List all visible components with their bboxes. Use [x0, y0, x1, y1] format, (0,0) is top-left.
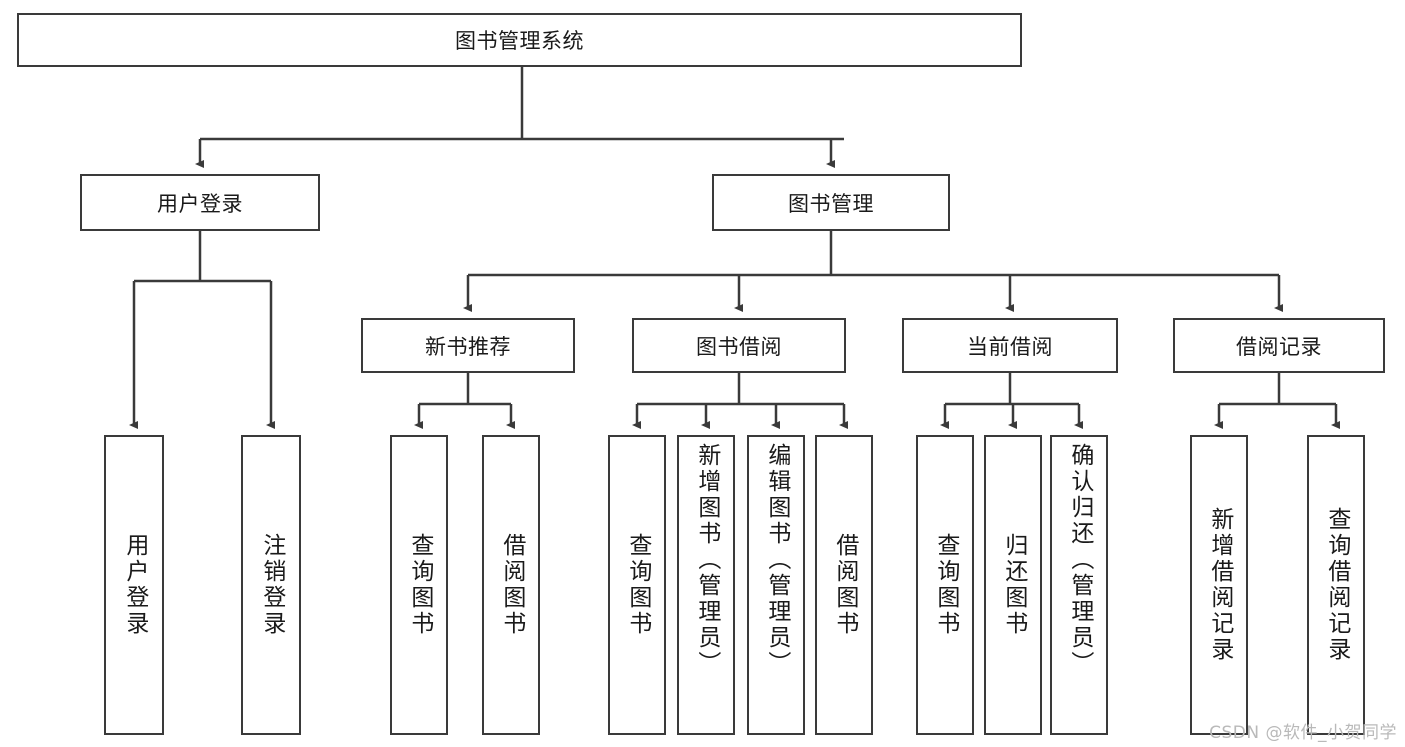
node-label: 新增图书（管理员）: [693, 443, 720, 677]
node-book-borrow[interactable]: 图书借阅: [632, 318, 846, 373]
node-leaf-return-book[interactable]: 归还图书: [984, 435, 1042, 735]
node-label: 查询图书: [932, 533, 959, 637]
node-label: 注销登录: [258, 533, 285, 637]
node-leaf-borrow-book-recommend[interactable]: 借阅图书: [482, 435, 540, 735]
node-leaf-add-borrow-record[interactable]: 新增借阅记录: [1190, 435, 1248, 735]
node-leaf-logout[interactable]: 注销登录: [241, 435, 301, 735]
node-label: 查询图书: [406, 533, 433, 637]
node-label: 借阅图书: [498, 533, 525, 637]
node-leaf-query-book-borrow[interactable]: 查询图书: [608, 435, 666, 735]
node-label: 图书借阅: [696, 334, 782, 359]
node-leaf-query-book-current[interactable]: 查询图书: [916, 435, 974, 735]
node-label: 新增借阅记录: [1206, 507, 1233, 663]
node-label: 用户登录: [157, 191, 243, 216]
node-borrow-record[interactable]: 借阅记录: [1173, 318, 1385, 373]
node-label: 编辑图书（管理员）: [763, 443, 790, 677]
node-label: 当前借阅: [967, 334, 1053, 359]
node-leaf-user-login[interactable]: 用户登录: [104, 435, 164, 735]
node-label: 确认归还（管理员）: [1066, 443, 1093, 677]
node-label: 借阅记录: [1236, 334, 1322, 359]
node-new-book-recommend[interactable]: 新书推荐: [361, 318, 575, 373]
node-leaf-borrow-book[interactable]: 借阅图书: [815, 435, 873, 735]
node-leaf-query-book-recommend[interactable]: 查询图书: [390, 435, 448, 735]
node-root-system[interactable]: 图书管理系统: [17, 13, 1022, 67]
node-label: 借阅图书: [831, 533, 858, 637]
node-leaf-edit-book-admin[interactable]: 编辑图书（管理员）: [747, 435, 805, 735]
node-leaf-query-borrow-record[interactable]: 查询借阅记录: [1307, 435, 1365, 735]
node-label: 查询图书: [624, 533, 651, 637]
node-label: 图书管理系统: [455, 29, 584, 53]
node-label: 用户登录: [121, 533, 148, 637]
node-label: 查询借阅记录: [1323, 507, 1350, 663]
node-leaf-confirm-return-admin[interactable]: 确认归还（管理员）: [1050, 435, 1108, 735]
node-label: 图书管理: [788, 191, 874, 216]
watermark-text: CSDN @软件_小贺同学: [1209, 723, 1397, 743]
node-current-borrow[interactable]: 当前借阅: [902, 318, 1118, 373]
node-user-login[interactable]: 用户登录: [80, 174, 320, 231]
node-leaf-add-book-admin[interactable]: 新增图书（管理员）: [677, 435, 735, 735]
node-label: 归还图书: [1000, 533, 1027, 637]
node-label: 新书推荐: [425, 334, 511, 359]
node-book-management[interactable]: 图书管理: [712, 174, 950, 231]
